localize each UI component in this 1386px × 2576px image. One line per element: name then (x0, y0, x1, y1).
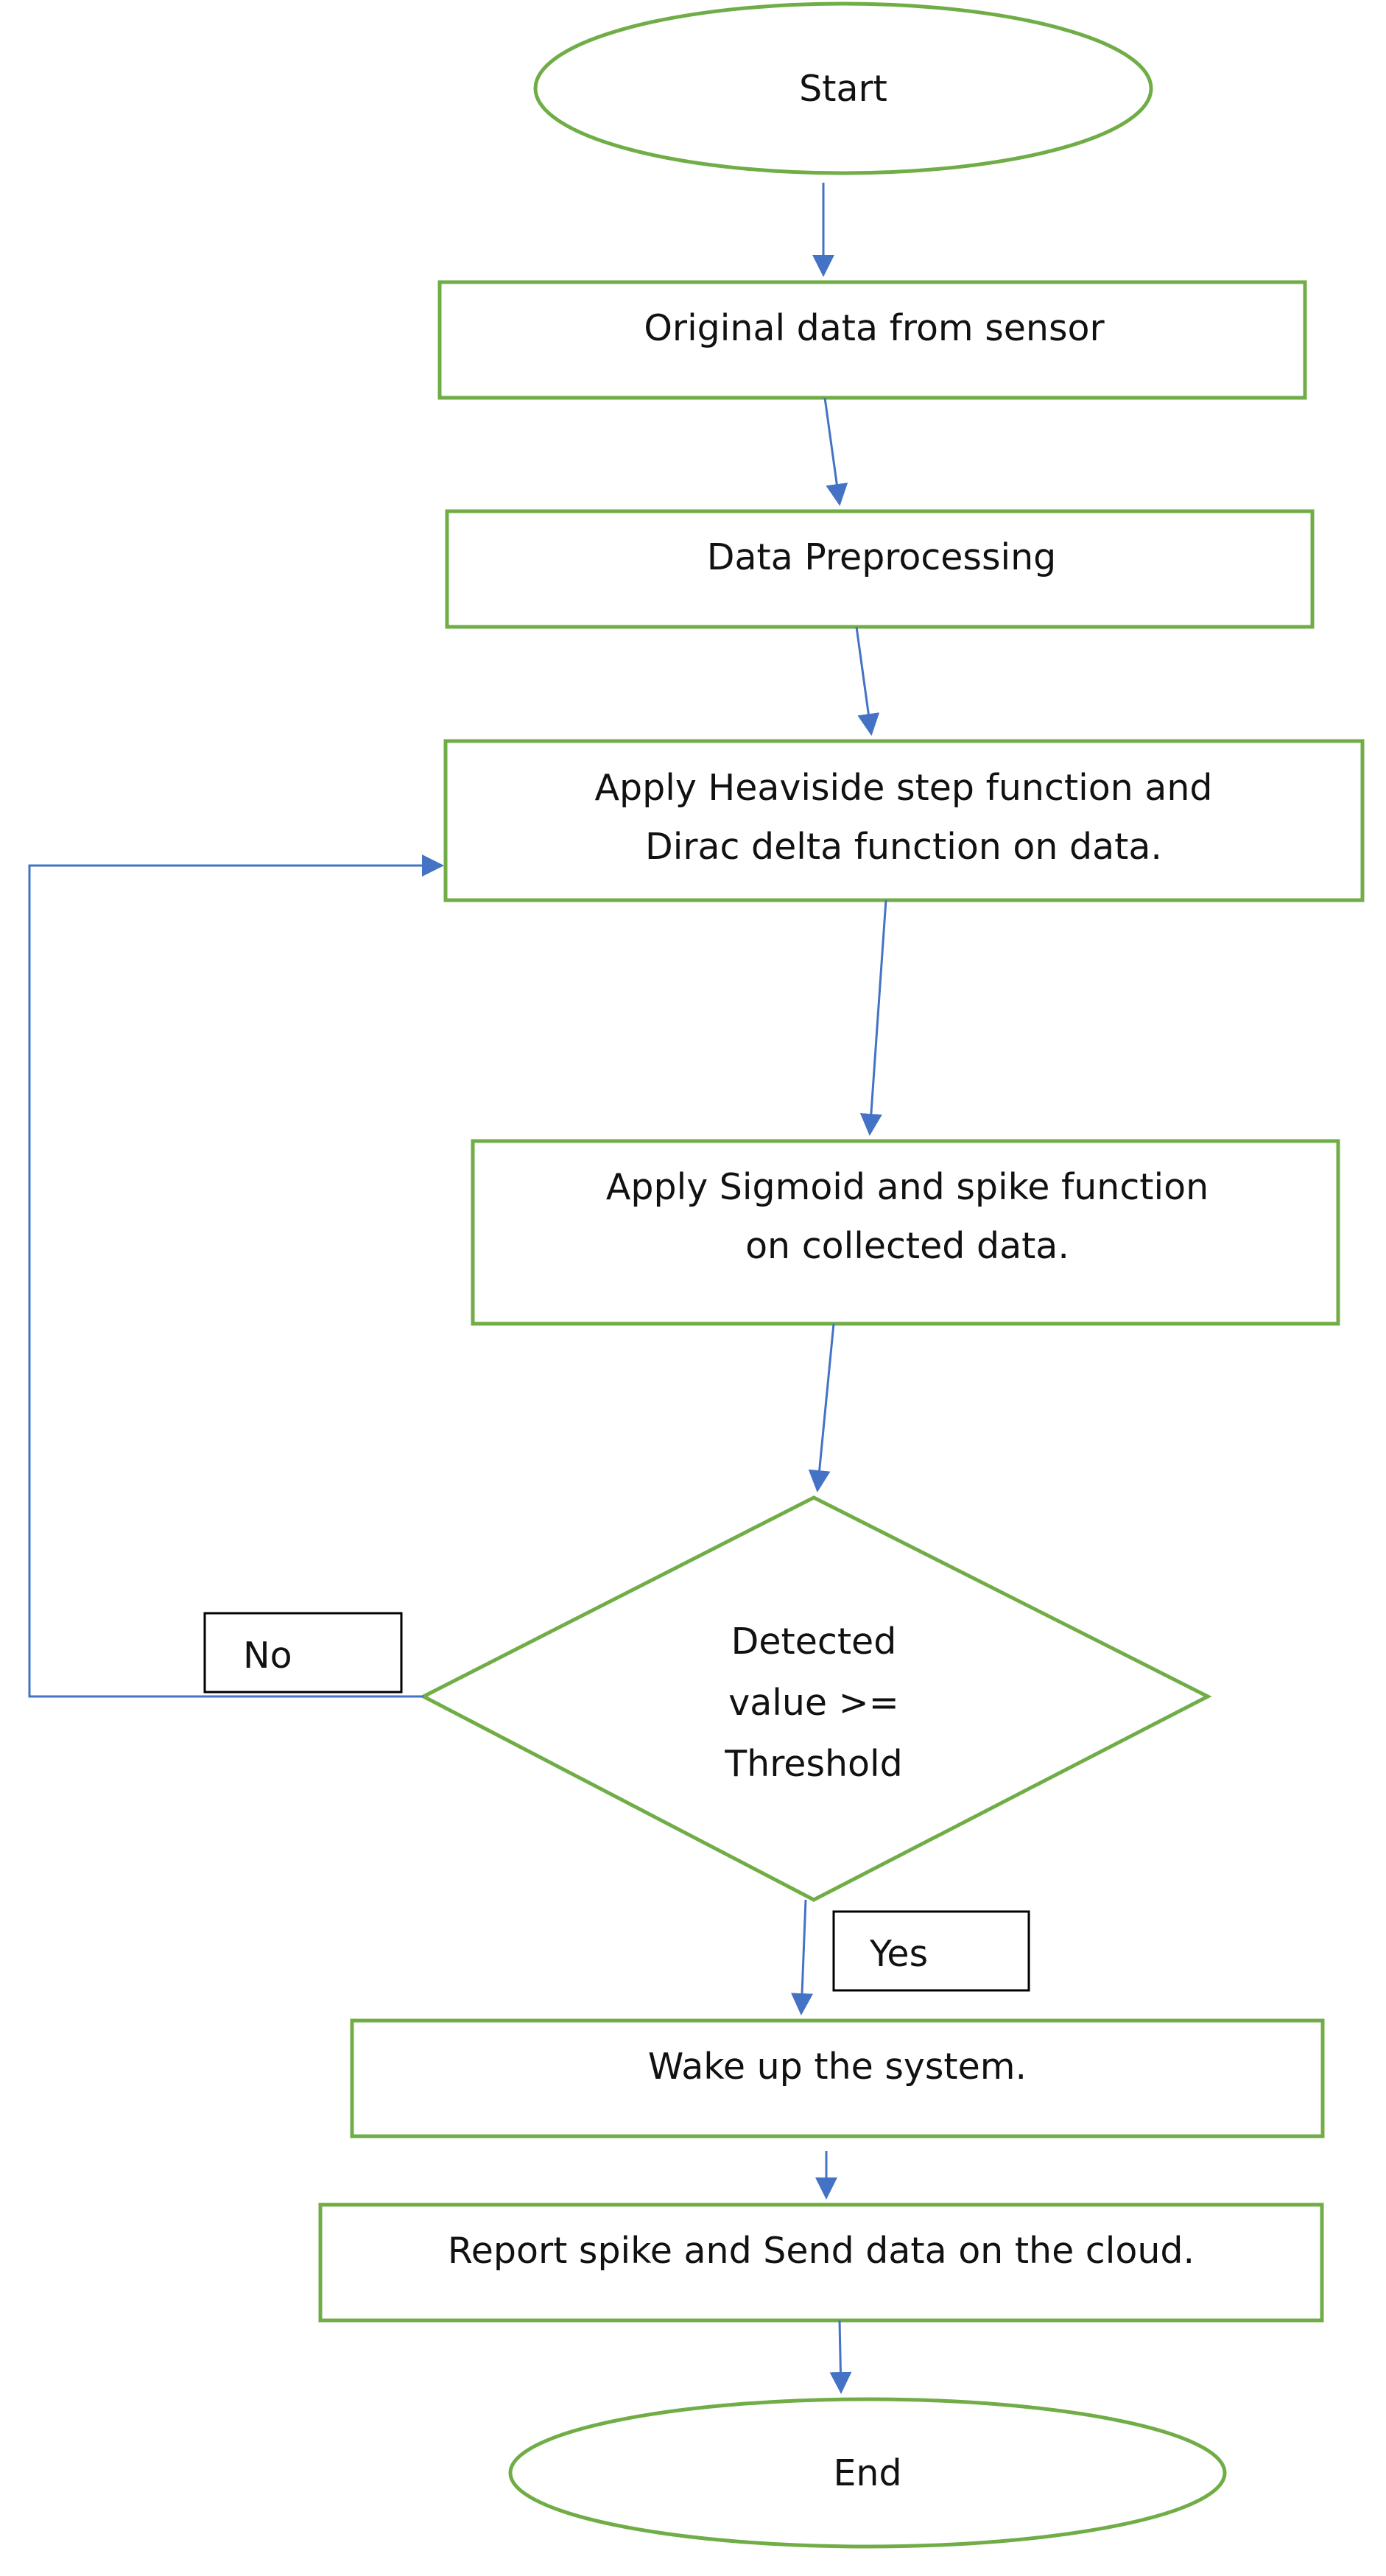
arrow-decision-to-wake-up (791, 1899, 814, 2015)
wake-up-label: Wake up the system. (648, 2046, 1027, 2088)
decision-label-line-2: value >= (728, 1682, 899, 1724)
apply-sigmoid-label-line-2: on collected data. (745, 1225, 1069, 1267)
preprocessing-box (445, 509, 1315, 629)
branch-label-no: No (203, 1612, 403, 1694)
wake-up-node: Wake up the system. (350, 2018, 1325, 2138)
decision-label-line-1: Detected (731, 1621, 897, 1663)
apply-heaviside-node: Apply Heaviside step function and Dirac … (443, 739, 1365, 902)
start-label: Start (799, 68, 887, 110)
apply-heaviside-box (443, 739, 1365, 902)
decision-diamond (419, 1495, 1212, 1902)
apply-sigmoid-node: Apply Sigmoid and spike function on coll… (471, 1139, 1340, 1326)
end-node: End (508, 2397, 1227, 2549)
original-data-node: Original data from sensor (437, 280, 1307, 400)
report-box (318, 2203, 1324, 2323)
branch-label-no-text: No (243, 1635, 292, 1677)
apply-sigmoid-label-line-1: Apply Sigmoid and spike function (606, 1166, 1209, 1208)
branch-label-yes-box (832, 1910, 1030, 1992)
branch-label-no-box (203, 1612, 403, 1694)
decision-label-line-3: Threshold (724, 1743, 902, 1785)
wake-up-box (350, 2018, 1325, 2138)
preprocessing-node: Data Preprocessing (445, 509, 1315, 629)
end-ellipse (508, 2397, 1227, 2549)
start-ellipse (533, 1, 1153, 175)
decision-node: Detected value >= Threshold (419, 1495, 1212, 1902)
connectors (28, 183, 887, 2394)
arrow-no-loop-back (28, 854, 444, 1698)
branch-label-yes: Yes (832, 1910, 1030, 1992)
preprocessing-label: Data Preprocessing (707, 536, 1057, 578)
arrow-preprocessing-to-apply-heaviside (855, 626, 880, 736)
report-label: Report spike and Send data on the cloud. (448, 2230, 1195, 2272)
arrow-apply-sigmoid-to-decision (808, 1323, 835, 1492)
apply-sigmoid-box (471, 1139, 1340, 1326)
start-node: Start (533, 1, 1153, 175)
arrow-report-to-end (829, 2320, 852, 2394)
original-data-label: Original data from sensor (644, 307, 1105, 349)
arrow-original-data-to-preprocessing (823, 397, 848, 506)
end-label: End (833, 2452, 901, 2494)
apply-heaviside-label-line-1: Apply Heaviside step function and (594, 767, 1212, 809)
original-data-box (437, 280, 1307, 400)
apply-heaviside-label-line-2: Dirac delta function on data. (645, 826, 1162, 868)
branch-label-yes-text: Yes (869, 1933, 928, 1975)
report-node: Report spike and Send data on the cloud. (318, 2203, 1324, 2323)
arrow-apply-heaviside-to-apply-sigmoid (859, 899, 887, 1136)
